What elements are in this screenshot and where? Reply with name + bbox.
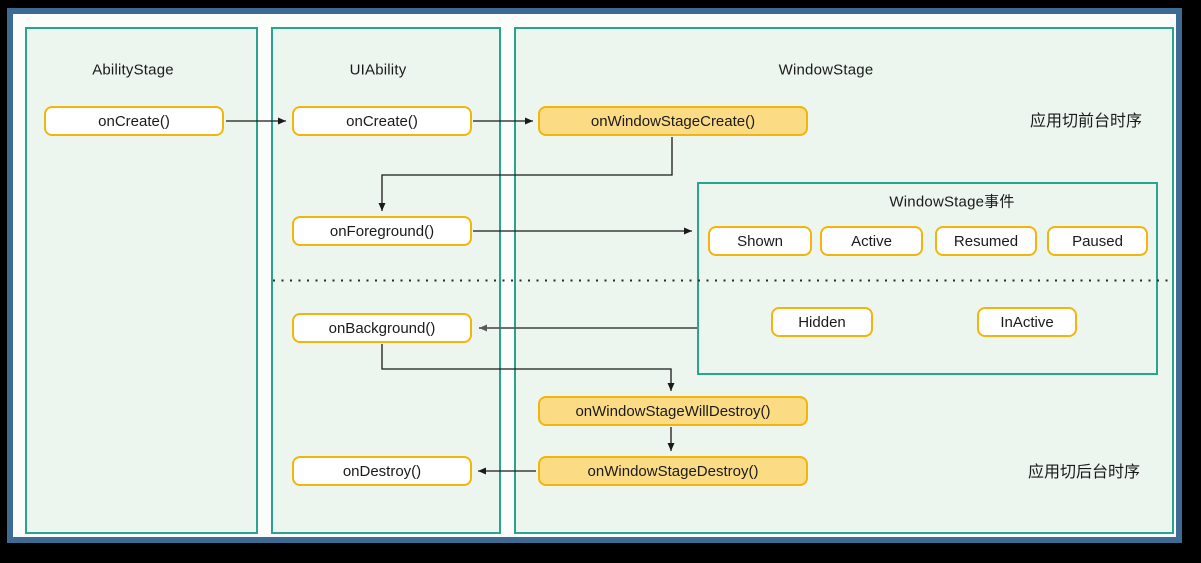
column-title-ability-stage: AbilityStage bbox=[92, 61, 174, 79]
lifecycle-box-onwindowstagewilldestroy: onWindowStageWillDestroy() bbox=[538, 396, 808, 426]
annotation-foreground-sequence: 应用切前台时序 bbox=[1029, 113, 1143, 130]
event-box-hidden: Hidden bbox=[771, 307, 873, 337]
event-box-paused: Paused bbox=[1047, 226, 1148, 256]
event-box-resumed: Resumed bbox=[935, 226, 1037, 256]
annotation-background-sequence: 应用切后台时序 bbox=[1027, 464, 1141, 481]
column-ability-stage bbox=[25, 27, 258, 534]
window-stage-event-panel bbox=[697, 182, 1158, 375]
event-box-inactive: InActive bbox=[977, 307, 1077, 337]
lifecycle-box-onwindowstagedestroy: onWindowStageDestroy() bbox=[538, 456, 808, 486]
lifecycle-box-ondestroy: onDestroy() bbox=[292, 456, 472, 486]
lifecycle-box-onforeground: onForeground() bbox=[292, 216, 472, 246]
column-title-window-stage: WindowStage bbox=[778, 61, 874, 79]
event-box-shown: Shown bbox=[708, 226, 812, 256]
lifecycle-box-onbackground: onBackground() bbox=[292, 313, 472, 343]
event-panel-title: WindowStage事件 bbox=[889, 193, 1015, 211]
column-title-ui-ability: UIAbility bbox=[349, 61, 407, 79]
lifecycle-box-uiability-oncreate: onCreate() bbox=[292, 106, 472, 136]
lifecycle-box-onwindowstagecreate: onWindowStageCreate() bbox=[538, 106, 808, 136]
event-box-active: Active bbox=[820, 226, 923, 256]
lifecycle-box-abilitystage-oncreate: onCreate() bbox=[44, 106, 224, 136]
